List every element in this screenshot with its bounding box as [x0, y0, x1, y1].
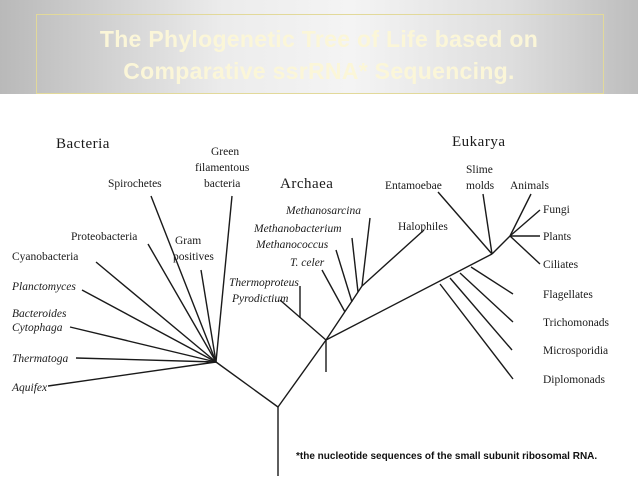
- archaea-eukarya-branch: [277, 339, 327, 408]
- label-methanosarcina: Methanosarcina: [285, 205, 361, 217]
- label-animals: Animals: [510, 180, 549, 192]
- branch-euryarchaea: [325, 285, 363, 341]
- branch-methanobacterium: [351, 237, 359, 293]
- label-flagellates: Flagellates: [543, 289, 593, 301]
- label-green-filamentous-1: Green: [211, 146, 239, 158]
- branch-diplomonads: [439, 283, 514, 380]
- label-cyanobacteria: Cyanobacteria: [12, 251, 78, 263]
- title-frame: [36, 14, 604, 94]
- label-fungi: Fungi: [543, 204, 570, 216]
- label-thermatoga: Thermatoga: [12, 353, 68, 365]
- label-proteobacteria: Proteobacteria: [71, 231, 137, 243]
- branch-cyanobacteria: [95, 261, 217, 363]
- bacteria-main-branch: [215, 361, 279, 408]
- label-spirochetes: Spirochetes: [108, 178, 162, 190]
- branch-aquifex: [47, 361, 217, 387]
- label-methanococcus: Methanococcus: [255, 239, 329, 251]
- branch-methanococcus: [335, 249, 353, 303]
- branch-slime-molds: [482, 193, 493, 255]
- label-plants: Plants: [543, 231, 572, 243]
- branch-methanosarcina: [361, 217, 371, 287]
- label-slime-molds-1: Slime: [466, 164, 493, 176]
- branch-animals: [509, 193, 532, 237]
- branch-thermatoga: [75, 357, 217, 363]
- branch-green-filamentous: [215, 195, 233, 363]
- title-band: [0, 0, 638, 94]
- label-trichomonads: Trichomonads: [543, 317, 610, 329]
- branch-bacteroides: [69, 326, 217, 363]
- label-diplomonads: Diplomonads: [543, 374, 605, 386]
- label-cytophaga: Cytophaga: [12, 322, 63, 334]
- footnote: *the nucleotide sequences of the small s…: [296, 451, 597, 462]
- label-gram-positives-2: positives: [173, 251, 214, 263]
- branch-gram-positives: [200, 269, 217, 363]
- branch-entamoebae: [437, 191, 493, 255]
- label-thermoproteus: Thermoproteus: [229, 277, 299, 289]
- branch-planctomyces: [81, 289, 217, 363]
- group-eukarya: Eukarya: [452, 134, 505, 150]
- branch-microsporidia: [449, 277, 513, 351]
- archaea-eukarya-stem: [325, 253, 493, 341]
- label-t-celer: T. celer: [290, 257, 325, 269]
- label-aquifex: Aquifex: [11, 382, 48, 394]
- branch-halophiles: [361, 229, 425, 287]
- group-archaea: Archaea: [280, 176, 333, 192]
- branch-trichomonads: [459, 272, 514, 323]
- branch-pyrodictium: [279, 299, 327, 341]
- label-entamoebae: Entamoebae: [385, 180, 442, 192]
- label-pyrodictium: Pyrodictium: [231, 293, 288, 305]
- label-slime-molds-2: molds: [466, 180, 495, 192]
- branch-proteobacteria: [147, 243, 217, 363]
- label-microsporidia: Microsporidia: [543, 345, 608, 357]
- label-planctomyces: Planctomyces: [11, 281, 76, 293]
- branch-crown: [491, 235, 511, 255]
- title-line-2: Comparative ssrRNA* Sequencing.: [123, 58, 515, 84]
- label-ciliates: Ciliates: [543, 259, 579, 271]
- label-halophiles: Halophiles: [398, 221, 448, 233]
- label-gram-positives-1: Gram: [175, 235, 201, 247]
- branch-ciliates: [509, 235, 541, 265]
- title-line-1: The Phylogenetic Tree of Life based on: [99, 26, 539, 52]
- branch-flagellates: [470, 266, 514, 295]
- branch-fungi: [509, 209, 541, 237]
- label-green-filamentous-2: filamentous: [195, 162, 250, 174]
- label-green-filamentous-3: bacteria: [204, 178, 240, 190]
- label-bacteroides: Bacteroides: [12, 308, 67, 320]
- branch-t-celer: [321, 269, 346, 313]
- branch-spirochetes: [150, 195, 217, 363]
- label-methanobacterium: Methanobacterium: [253, 223, 342, 235]
- group-bacteria: Bacteria: [56, 136, 110, 152]
